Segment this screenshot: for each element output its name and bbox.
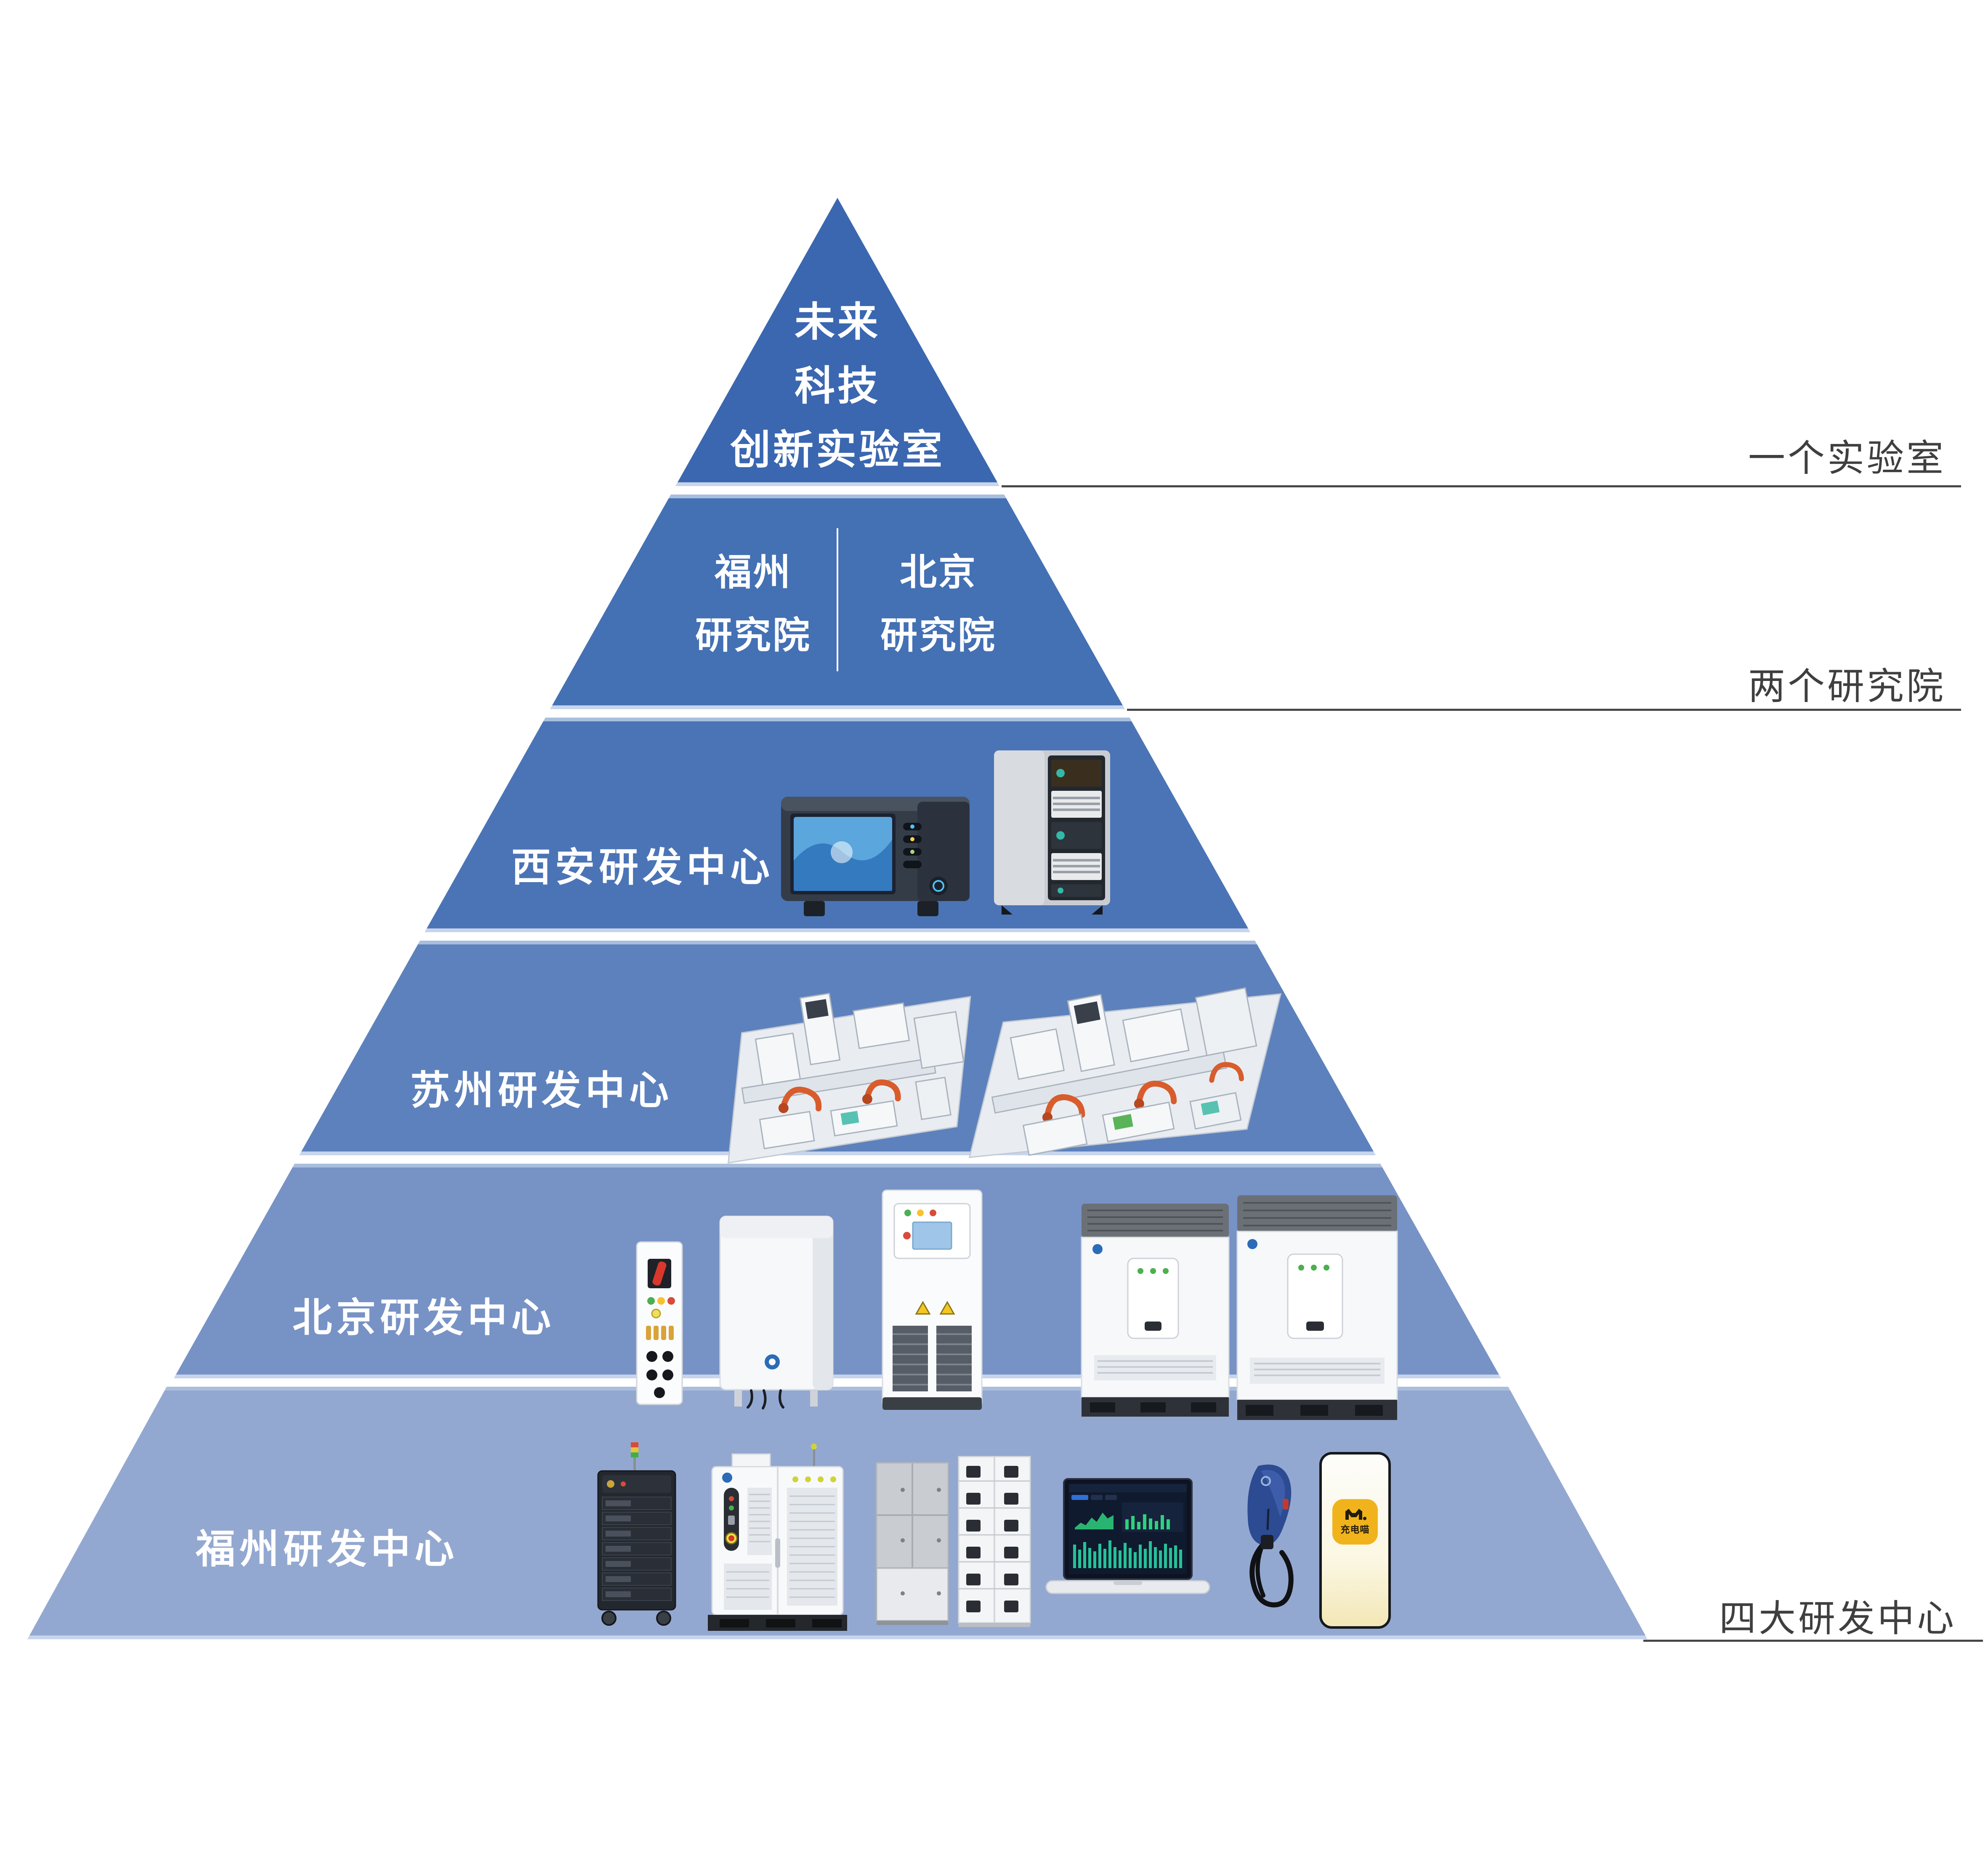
- product-monitoring-laptop-image: [1039, 1477, 1216, 1606]
- label-xian-center: 西安研发中心: [511, 845, 774, 889]
- label-line: 福州: [714, 551, 792, 593]
- label-line: 北京: [899, 551, 977, 593]
- callout-line-two-institutes: [1127, 709, 1961, 711]
- institutes-divider-line: [837, 528, 838, 671]
- product-charging-app-phone-image: 充电喵: [1319, 1452, 1391, 1629]
- product-slim-pcs-cabinet-image: [877, 1187, 987, 1416]
- product-swap-locker-white-image: [955, 1454, 1033, 1629]
- charging-cat-logo-icon: [1345, 1509, 1366, 1521]
- label-line: 创新实验室: [730, 428, 945, 473]
- label-fuzhou-institute: 福州 研究院: [661, 541, 846, 667]
- label-beijing-institute: 北京 研究院: [846, 541, 1031, 667]
- product-test-rack-cabinet-image: [989, 747, 1115, 917]
- label-suzhou-center: 苏州研发中心: [410, 1068, 673, 1112]
- callout-line-one-laboratory: [1002, 485, 1961, 487]
- product-ev-wall-charger-image: [1233, 1458, 1307, 1627]
- label-line: 未来: [795, 300, 880, 345]
- label-line: 科技: [795, 364, 880, 409]
- product-swap-locker-gray-image: [873, 1460, 951, 1627]
- app-label: 充电喵: [1340, 1524, 1370, 1535]
- product-large-cabinet-pair-image: [1077, 1195, 1401, 1425]
- callout-four-rd-centers: 四大研发中心: [1719, 1598, 1956, 1639]
- callout-two-institutes: 两个研究院: [1748, 665, 1946, 707]
- callout-one-laboratory: 一个实验室: [1748, 437, 1946, 479]
- label-line: 研究院: [880, 614, 997, 656]
- label-fuzhou-center: 福州研发中心: [196, 1527, 459, 1571]
- label-beijing-center: 北京研发中心: [292, 1295, 555, 1340]
- product-assembly-line-b-image: [913, 955, 1317, 1183]
- product-wall-inverter-image: [713, 1212, 840, 1410]
- product-control-module-image: [633, 1239, 686, 1410]
- label-future-tech-lab: 未来 科技 创新实验室: [711, 290, 964, 482]
- product-battery-test-rack-image: [591, 1441, 682, 1631]
- product-assembly-line-a-image: [686, 966, 1014, 1176]
- product-energy-storage-cabinet-image: [707, 1437, 848, 1633]
- product-benchtop-tester-image: [779, 793, 976, 920]
- app-badge: 充电喵: [1332, 1499, 1378, 1545]
- callout-line-four-rd-centers: [1643, 1640, 1983, 1642]
- label-line: 研究院: [695, 614, 811, 656]
